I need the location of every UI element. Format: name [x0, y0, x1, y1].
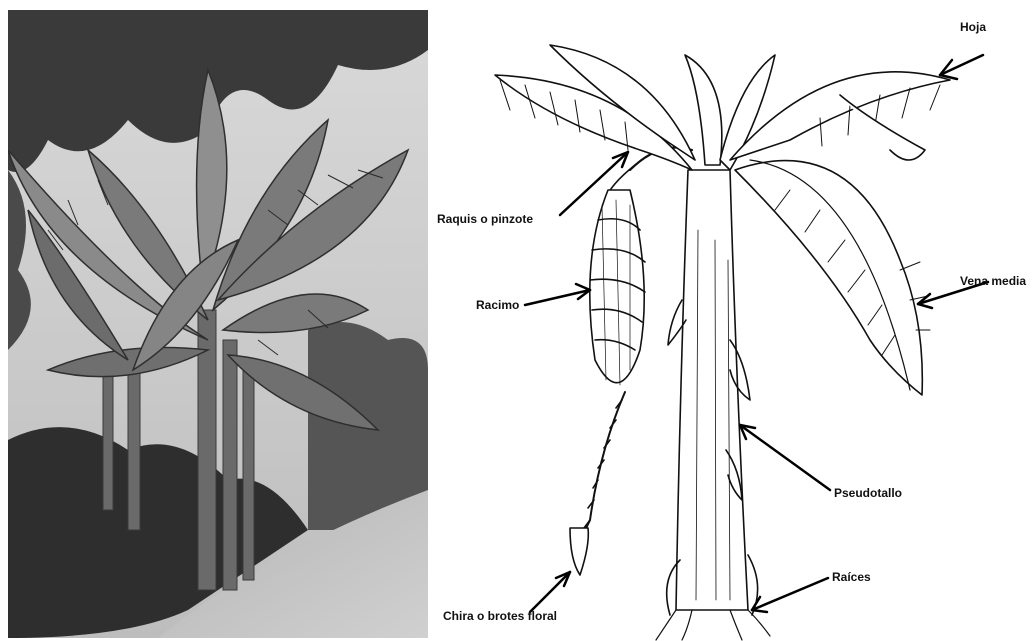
- banana-plant-photo: [8, 10, 428, 638]
- label-raices: Raíces: [832, 570, 871, 584]
- label-hoja: Hoja: [960, 20, 986, 34]
- label-vena-media: Vena media: [960, 274, 1026, 288]
- banana-plant-drawing: [430, 0, 1033, 641]
- label-pseudotallo: Pseudotallo: [834, 486, 902, 500]
- label-chira: Chira o brotes floral: [443, 609, 557, 623]
- label-racimo: Racimo: [476, 298, 519, 312]
- label-raquis: Raquis o pinzote: [437, 212, 533, 226]
